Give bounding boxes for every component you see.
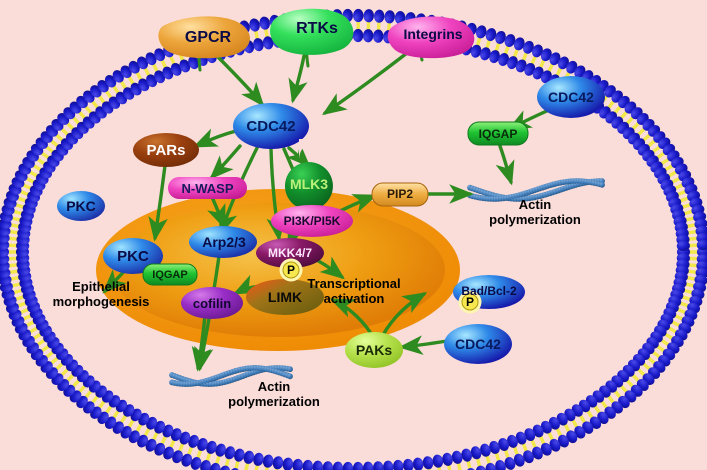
phosphate-badge-mkk47[interactable] — [279, 258, 303, 282]
node-cdc42-top[interactable] — [537, 76, 605, 118]
node-paks[interactable] — [345, 332, 403, 368]
node-cdc42-main[interactable] — [233, 103, 309, 149]
node-mlk3[interactable] — [284, 162, 333, 210]
node-iqgap-nucleus[interactable] — [142, 263, 198, 286]
pathway-nodes — [57, 8, 605, 368]
node-rtks[interactable] — [270, 8, 354, 55]
node-n-wasp[interactable] — [168, 177, 247, 199]
node-pkc-outer[interactable] — [57, 191, 105, 221]
node-integrins[interactable] — [387, 16, 475, 59]
node-gpcr[interactable] — [158, 16, 250, 59]
node-limk[interactable] — [246, 279, 324, 315]
mlk3-notch-cut — [299, 139, 319, 159]
actin-filament-right — [467, 178, 605, 202]
actin-filament-left — [169, 365, 293, 387]
node-iqgap-top[interactable] — [467, 121, 529, 146]
node-pars[interactable] — [133, 133, 199, 167]
node-arp23[interactable] — [189, 226, 257, 258]
node-cofilin[interactable] — [181, 287, 243, 319]
node-pi3k-pi5k[interactable] — [271, 205, 353, 237]
phosphate-badge-badbcl2[interactable] — [458, 290, 482, 314]
node-cdc42-bottom[interactable] — [444, 324, 512, 364]
node-pip2[interactable] — [371, 182, 429, 207]
node-mkk4-7[interactable] — [256, 238, 324, 268]
